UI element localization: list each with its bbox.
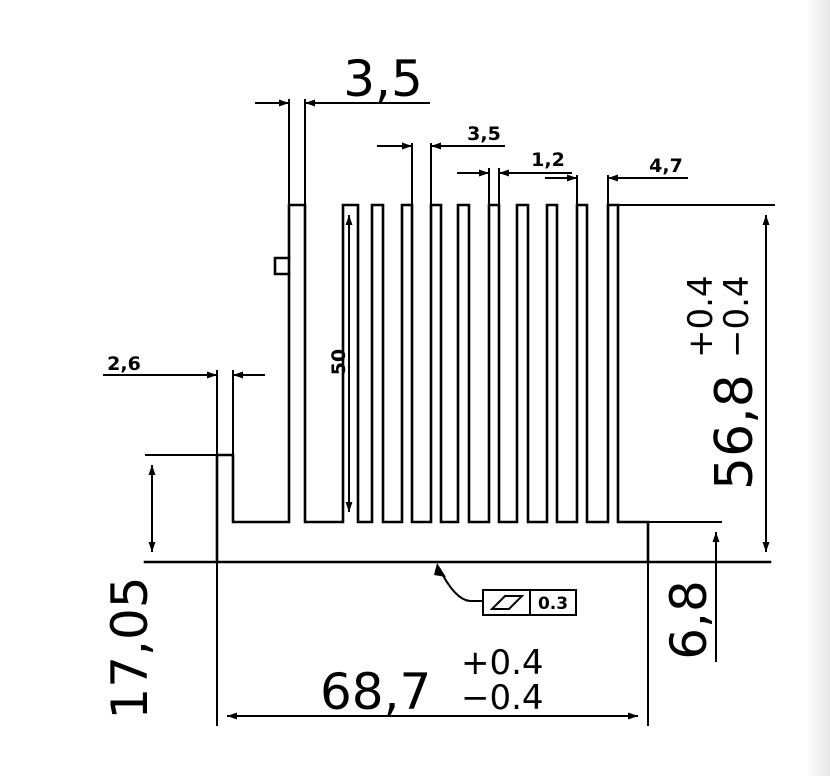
flatness-value: 0.3 bbox=[538, 594, 568, 614]
dim-height-value: 56,8 bbox=[705, 374, 765, 490]
dim-left-height: 17,05 bbox=[101, 576, 159, 719]
dim-width-tol-minus: −0.4 bbox=[461, 678, 544, 718]
dim-left-wall: 2,6 bbox=[107, 353, 141, 375]
dim-top-left-wall: 3,5 bbox=[343, 50, 423, 108]
flatness-symbol-icon bbox=[489, 595, 525, 610]
page-edge-shadow bbox=[806, 0, 830, 776]
profile-outline bbox=[143, 203, 772, 564]
dim-fin-thickness: 1,2 bbox=[531, 149, 565, 171]
dim-width-value: 68,7 bbox=[320, 663, 431, 721]
dim-base-thickness: 6,8 bbox=[660, 580, 718, 660]
dim-width: 68,7 +0.4 −0.4 bbox=[320, 643, 544, 721]
dim-width-tol-plus: +0.4 bbox=[461, 643, 544, 683]
extension-lines bbox=[145, 99, 775, 726]
flatness-callout: 0.3 bbox=[434, 563, 577, 616]
dim-fin-height: 50 bbox=[328, 349, 350, 375]
dim-height-tol-plus: +0.4 bbox=[681, 275, 721, 358]
dim-right-fin-gap: 4,7 bbox=[649, 155, 683, 177]
dim-height-tol-minus: −0.4 bbox=[717, 275, 757, 358]
dim-fin-pitch: 3,5 bbox=[467, 123, 501, 145]
dim-height: 56,8 +0.4 −0.4 bbox=[681, 275, 765, 490]
dimension-lines bbox=[103, 99, 770, 720]
